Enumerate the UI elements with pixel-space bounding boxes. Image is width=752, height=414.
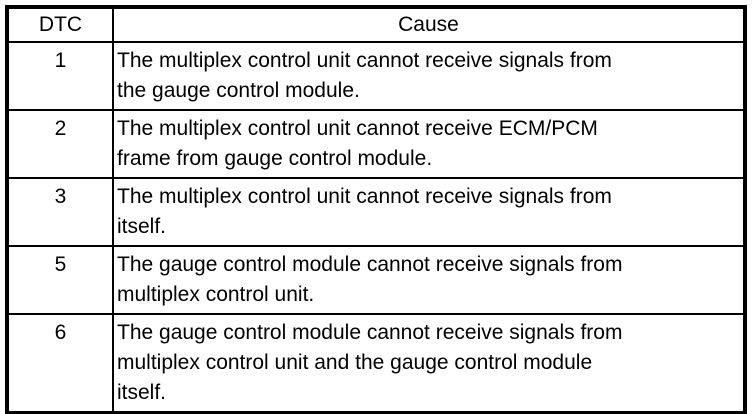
header-cell-cause: Cause: [112, 6, 746, 43]
dtc-cause-table: DTC Cause 1 The multiplex control unit c…: [5, 5, 747, 414]
cause-text-cell: The multiplex control unit cannot receiv…: [112, 109, 746, 179]
cause-text-cell: The gauge control module cannot receive …: [112, 245, 746, 315]
cause-text-cell: The multiplex control unit cannot receiv…: [112, 177, 746, 247]
table-row: 5 The gauge control module cannot receiv…: [6, 245, 746, 315]
dtc-code-cell: 5: [6, 245, 114, 315]
dtc-code-cell: 1: [6, 41, 114, 111]
dtc-code-cell: 3: [6, 177, 114, 247]
header-cell-dtc: DTC: [6, 6, 114, 43]
table-row: 1 The multiplex control unit cannot rece…: [6, 41, 746, 111]
table-row: 2 The multiplex control unit cannot rece…: [6, 109, 746, 179]
dtc-code-cell: 6: [6, 313, 114, 414]
dtc-code-cell: 2: [6, 109, 114, 179]
table-row: 3 The multiplex control unit cannot rece…: [6, 177, 746, 247]
table-row: 6 The gauge control module cannot receiv…: [6, 313, 746, 414]
table-header-row: DTC Cause: [6, 6, 746, 43]
cause-text-cell: The multiplex control unit cannot receiv…: [112, 41, 746, 111]
cause-text-cell: The gauge control module cannot receive …: [112, 313, 746, 414]
